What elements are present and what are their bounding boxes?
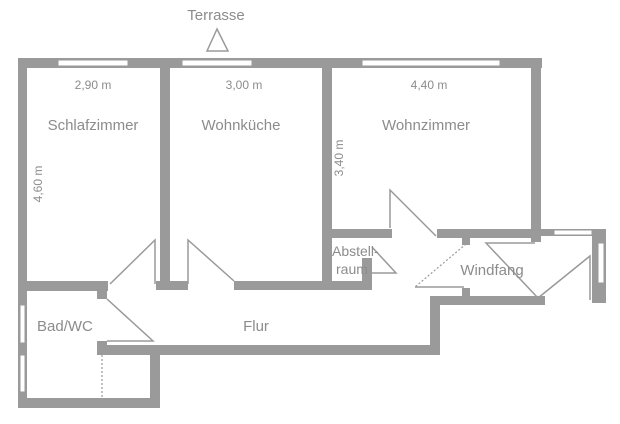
room-bath: Bad/WC bbox=[37, 318, 93, 335]
bedroom-width: 2,90 m bbox=[75, 78, 112, 92]
terrace-arrow-icon bbox=[205, 27, 230, 52]
room-storage-line2: raum bbox=[336, 261, 368, 277]
bedroom-depth: 4,60 m bbox=[31, 166, 45, 203]
doors bbox=[101, 188, 591, 398]
room-storage-line1: Abstell- bbox=[332, 243, 379, 259]
windows bbox=[19, 59, 605, 393]
room-vestibule: Windfang bbox=[460, 262, 523, 279]
living-width: 4,40 m bbox=[411, 78, 448, 92]
terrace-label: Terrasse bbox=[187, 7, 245, 24]
room-bedroom: Schlafzimmer bbox=[48, 117, 139, 134]
living-depth: 3,40 m bbox=[332, 140, 346, 177]
room-hall: Flur bbox=[243, 318, 269, 335]
room-kitchen: Wohnküche bbox=[202, 117, 281, 134]
walls bbox=[18, 58, 606, 408]
room-living: Wohnzimmer bbox=[382, 117, 470, 134]
kitchen-width: 3,00 m bbox=[226, 78, 263, 92]
